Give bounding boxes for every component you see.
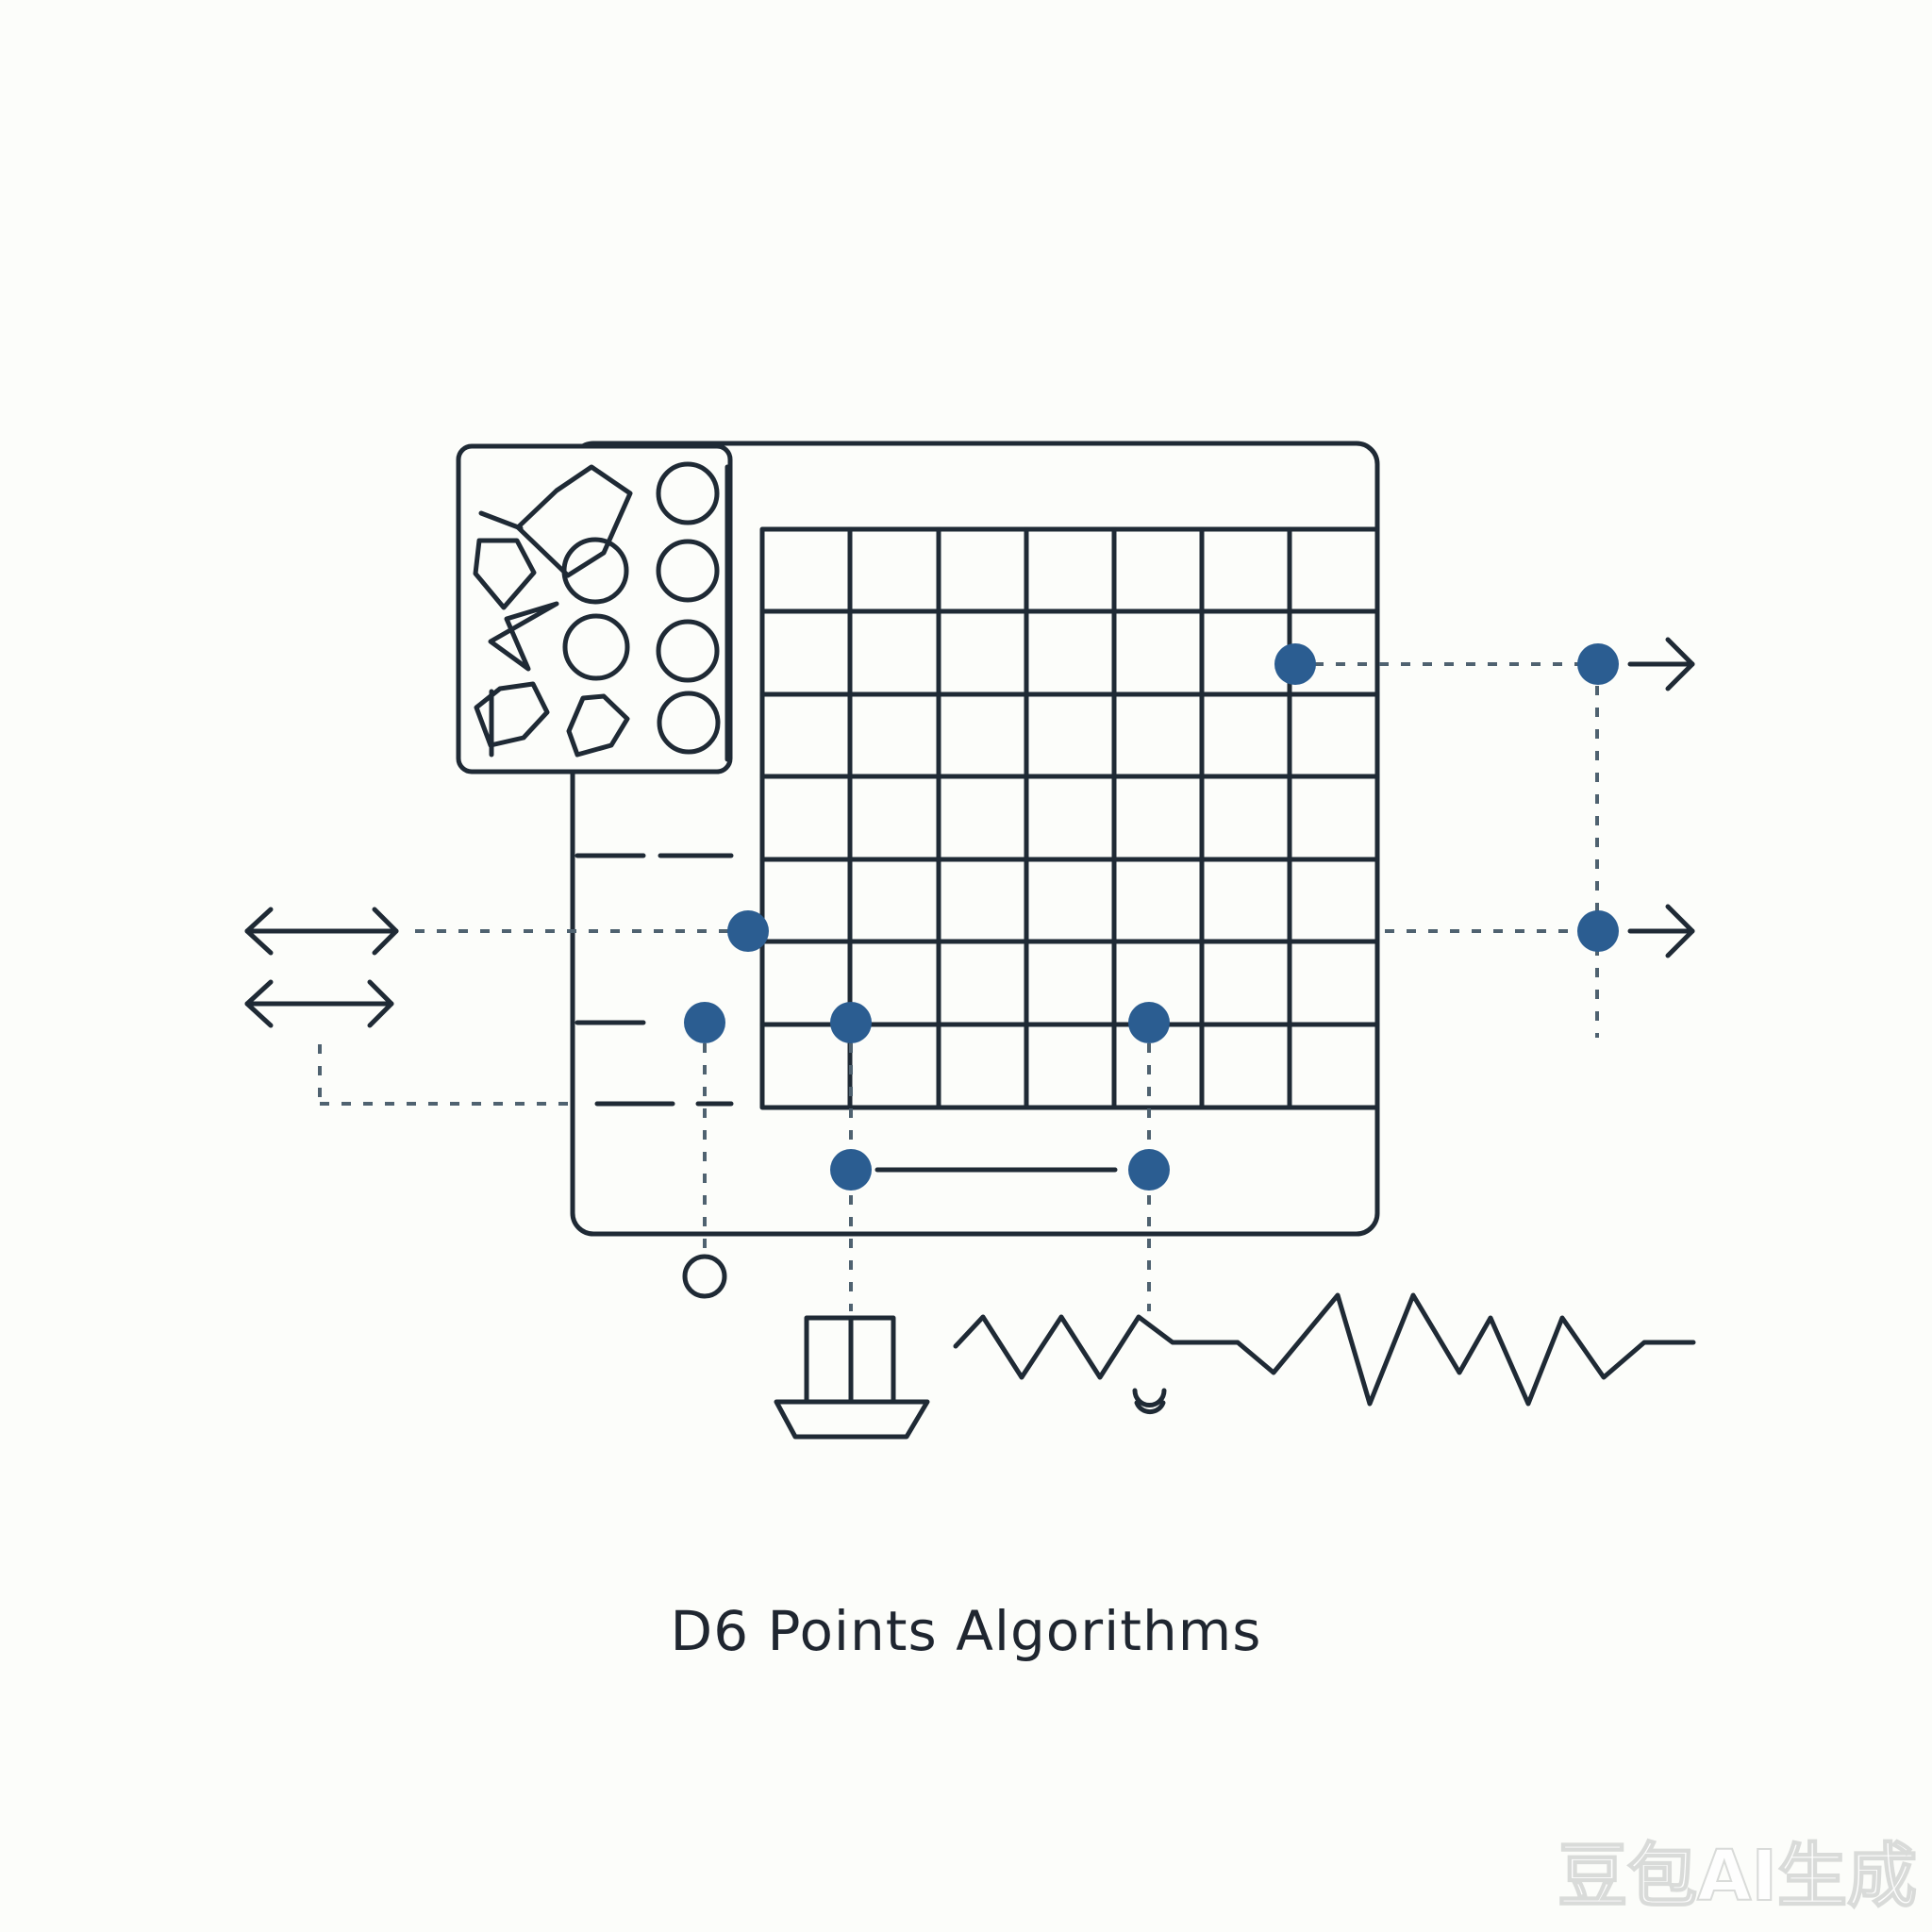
polygon-shape: [488, 601, 559, 672]
polygon-shape: [473, 538, 537, 610]
point-dot: [830, 1002, 872, 1043]
point-dot: [727, 910, 769, 952]
points: [684, 643, 1619, 1191]
diagram-caption: D6 Points Algorithms: [670, 1599, 1262, 1663]
stand-icon: [774, 1315, 930, 1440]
point-dot: [684, 1002, 725, 1043]
circle-shape: [656, 539, 720, 603]
point-dot: [1128, 1002, 1170, 1043]
point-dot: [830, 1149, 872, 1191]
circle-shape: [561, 537, 629, 605]
double-arrow-icon: [244, 979, 394, 1028]
arrow-right-icon: [1627, 904, 1695, 958]
watermark: 豆包AI生成: [1557, 1835, 1918, 1918]
ring-icon: [682, 1254, 727, 1299]
shapes-panel-icon: [456, 443, 733, 774]
rotate-icon-arc: [1134, 1400, 1166, 1415]
polygon-shape: [515, 464, 633, 578]
shapes-panel-frame: [456, 443, 733, 774]
stroke-shape: [478, 510, 524, 531]
circle-shape: [656, 461, 720, 525]
point-dot: [1274, 643, 1316, 685]
circle-shape: [656, 619, 720, 683]
polygon-shape: [566, 693, 630, 758]
point-dot: [1577, 910, 1619, 952]
double-arrow-icon: [244, 907, 399, 956]
rotate-icon: [1132, 1388, 1167, 1407]
circle-shape: [657, 691, 721, 755]
point-dot: [1128, 1149, 1170, 1191]
grid-border: [759, 526, 1380, 1110]
arrow-right-icon: [1627, 637, 1695, 691]
point-dot: [1577, 643, 1619, 685]
polygon-shape: [474, 681, 550, 748]
zigzag-wave-icon: [953, 1292, 1696, 1407]
circle-shape: [562, 613, 630, 681]
